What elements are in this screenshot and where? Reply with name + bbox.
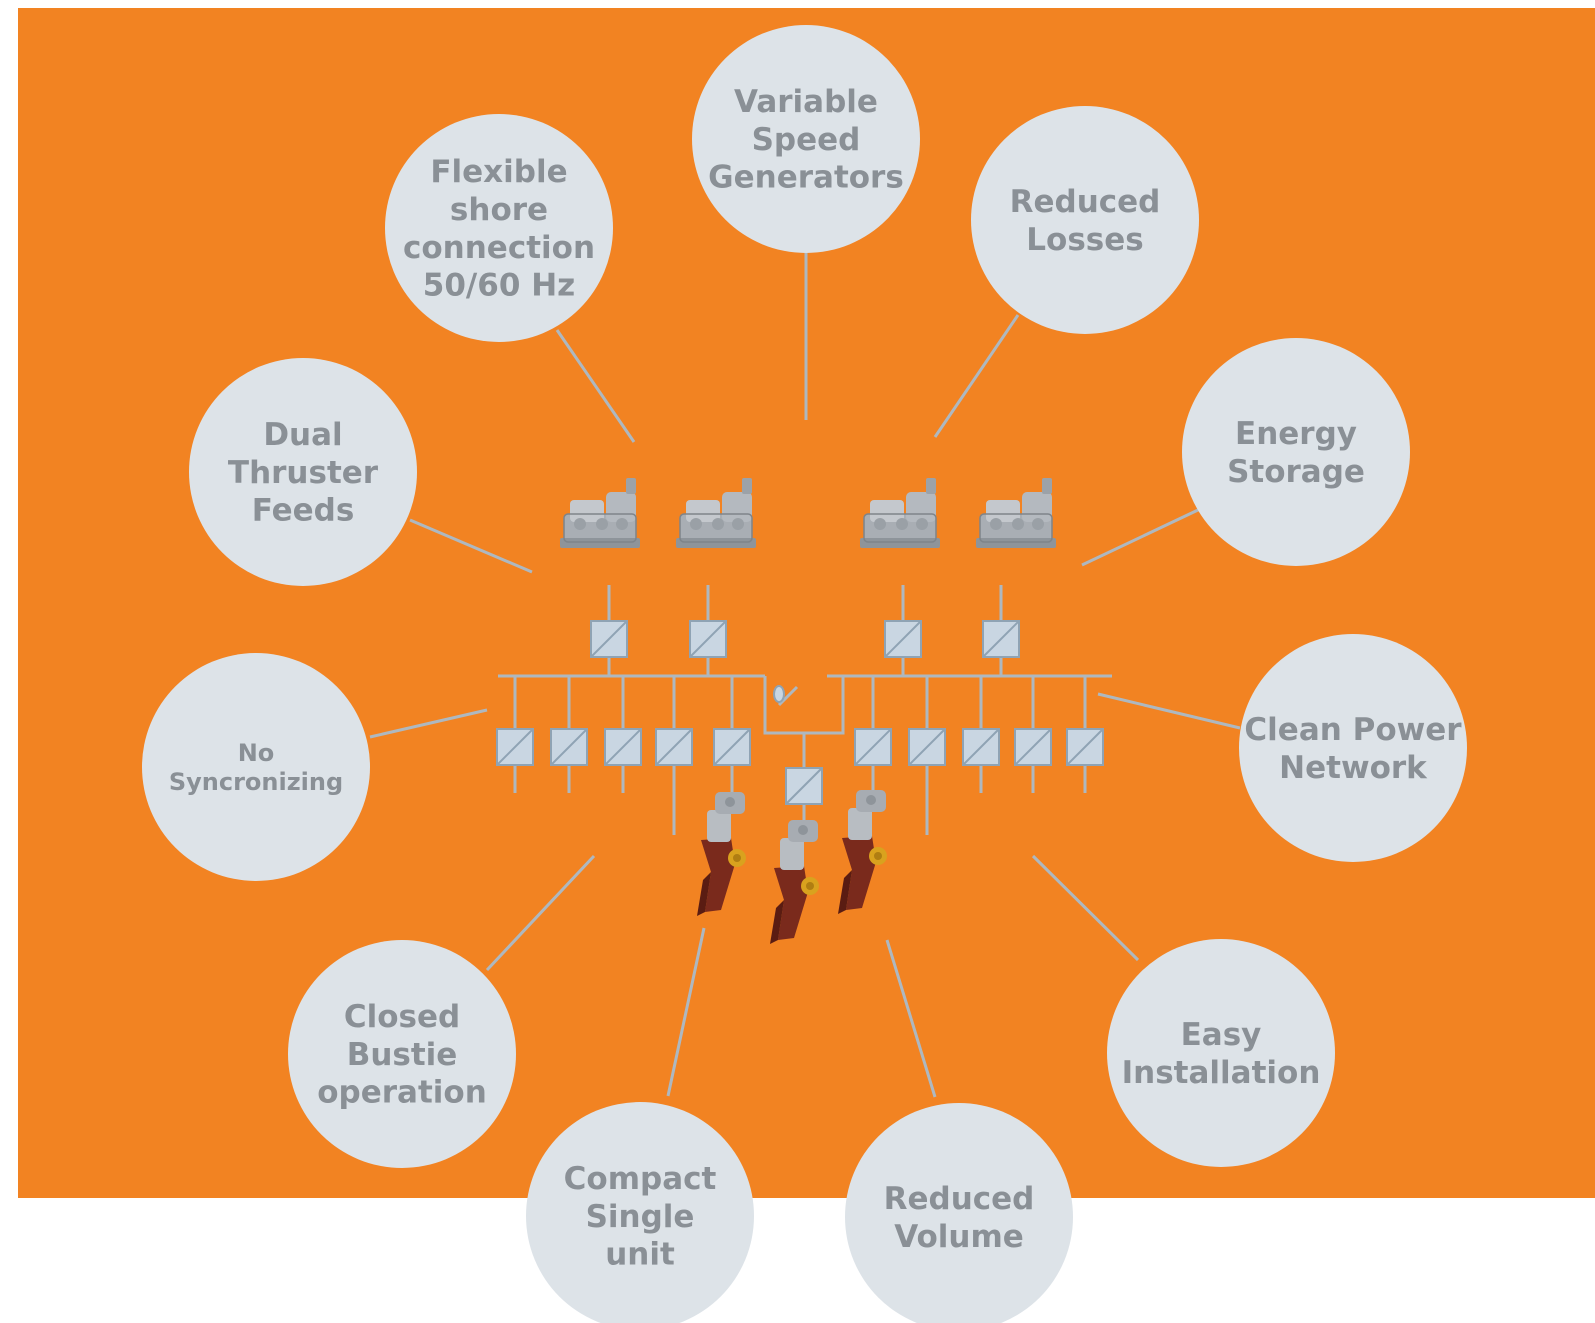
bubble-label-line: Storage	[1227, 454, 1365, 490]
bubble-circle	[1239, 634, 1467, 862]
bubble-label-line: connection	[403, 230, 595, 266]
bubble-label-line: Reduced	[884, 1181, 1035, 1217]
bubble-label-line: Speed	[752, 122, 861, 158]
bubble-label-line: Syncronizing	[169, 768, 343, 796]
connector-line	[369, 708, 488, 739]
connector-line	[485, 854, 596, 972]
connector-line	[666, 927, 706, 1097]
connector-lines	[369, 252, 1241, 1098]
connector-line	[933, 314, 1020, 438]
bubble-label-line: Easy	[1181, 1017, 1262, 1053]
bubble-circle	[692, 25, 920, 253]
bubble-label-line: Single	[586, 1199, 695, 1235]
bubble-label-line: Network	[1279, 750, 1428, 786]
connector-line	[885, 939, 937, 1098]
power-converter-icon	[590, 620, 628, 658]
bubble-circle	[189, 358, 417, 586]
bus-tie-link	[763, 674, 845, 735]
bubble-label-line: Variable	[734, 84, 878, 120]
power-converter-icon	[550, 728, 588, 766]
power-converter-icon	[962, 728, 1000, 766]
bubble-label-line: shore	[450, 192, 548, 228]
power-converter-icon	[982, 620, 1020, 658]
bubble-label-line: Installation	[1122, 1055, 1321, 1091]
bubble-label-line: Closed	[344, 999, 460, 1035]
bubble-label-line: Feeds	[252, 493, 355, 529]
connector-line	[409, 518, 533, 574]
bubble-label-line: Losses	[1026, 222, 1143, 258]
benefit-bubbles: VariableSpeedGeneratorsFlexibleshoreconn…	[142, 25, 1467, 1323]
bubble-label-line: Thruster	[228, 455, 379, 491]
bubble-circle	[971, 106, 1199, 334]
bubble-label-line: Reduced	[1010, 184, 1161, 220]
power-converter-icon	[689, 620, 727, 658]
power-converter-icon	[1014, 728, 1052, 766]
bubble-label-line: Volume	[894, 1219, 1024, 1255]
bubble-label-line: unit	[605, 1237, 675, 1273]
power-converter-icon	[908, 728, 946, 766]
bubble-label-line: Flexible	[430, 154, 567, 190]
bubble-label-line: 50/60 Hz	[423, 268, 575, 304]
bubble-circle	[288, 940, 516, 1168]
bus-tie-switch-icon	[773, 685, 799, 707]
bubble-label-line: Compact	[564, 1161, 717, 1197]
power-converter-icon	[496, 728, 534, 766]
connector-line	[555, 329, 636, 443]
bubble-label-line: No	[238, 739, 275, 767]
power-converter-icon	[655, 728, 693, 766]
bubble-label-line: Bustie	[347, 1037, 458, 1073]
power-converter-icon	[884, 620, 922, 658]
bubble-label-line: Generators	[708, 160, 904, 196]
power-converter-icon	[713, 728, 751, 766]
bubble-circle	[845, 1103, 1073, 1323]
power-converter-icon	[604, 728, 642, 766]
connector-line	[1081, 508, 1199, 567]
bubble-label-line: operation	[317, 1075, 487, 1111]
power-converter-icon	[785, 767, 823, 805]
bubble-circle	[1107, 939, 1335, 1167]
power-converter-icon	[854, 728, 892, 766]
bubble-circle	[385, 114, 613, 342]
connector-line	[1031, 854, 1140, 962]
bubble-label-line: Dual	[263, 417, 342, 453]
bubble-label-line: Clean Power	[1244, 712, 1462, 748]
bubble-circle	[142, 653, 370, 881]
power-converter-icon	[1066, 728, 1104, 766]
bubble-circle	[1182, 338, 1410, 566]
connector-line	[1097, 692, 1241, 730]
bubble-circle	[526, 1102, 754, 1323]
bubble-label-line: Energy	[1235, 416, 1357, 452]
